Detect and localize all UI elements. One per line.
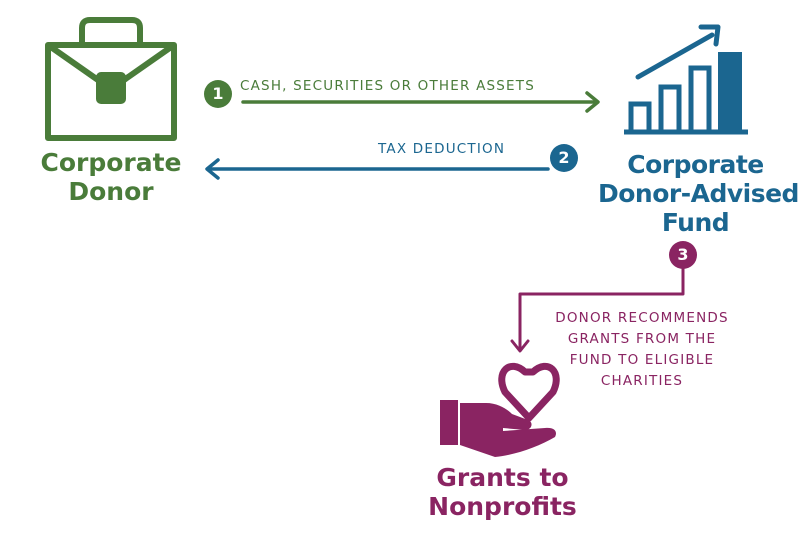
chart-bar-3	[688, 65, 712, 135]
step-2-text: TAX DEDUCTION	[378, 141, 506, 157]
briefcase-icon	[45, 17, 177, 141]
arrow-assets	[241, 91, 600, 113]
chart-trend-arrowhead	[698, 24, 721, 47]
chart-bar-1	[628, 101, 652, 135]
nonprofits-label: Grants to Nonprofits	[428, 463, 577, 521]
hand-cuff	[440, 400, 458, 445]
chart-bar-4	[718, 52, 742, 132]
briefcase-flap	[46, 42, 176, 83]
briefcase-clasp	[96, 72, 126, 104]
chart-trend-line	[635, 32, 715, 80]
donor-advised-fund-label: Corporate Donor-Advised Fund	[598, 150, 799, 237]
growth-chart-icon	[624, 24, 748, 135]
chart-bar-2	[658, 84, 682, 135]
step-1-badge: 1	[204, 80, 232, 108]
corporate-donor-label: Corporate Donor	[40, 148, 182, 206]
heart-icon	[498, 362, 560, 422]
hand-heart-icon	[440, 362, 560, 457]
arrow-tax-deduction	[205, 158, 550, 180]
briefcase-handle	[79, 17, 143, 45]
step-1-text: CASH, SECURITIES OR OTHER ASSETS	[240, 78, 535, 94]
step-2-badge: 2	[550, 144, 578, 172]
arrow-grants	[510, 266, 685, 353]
hand-palm	[460, 403, 556, 457]
briefcase-body	[45, 42, 177, 141]
step-3-text: DONOR RECOMMENDS GRANTS FROM THE FUND TO…	[555, 310, 729, 389]
step-3-badge: 3	[669, 241, 697, 269]
